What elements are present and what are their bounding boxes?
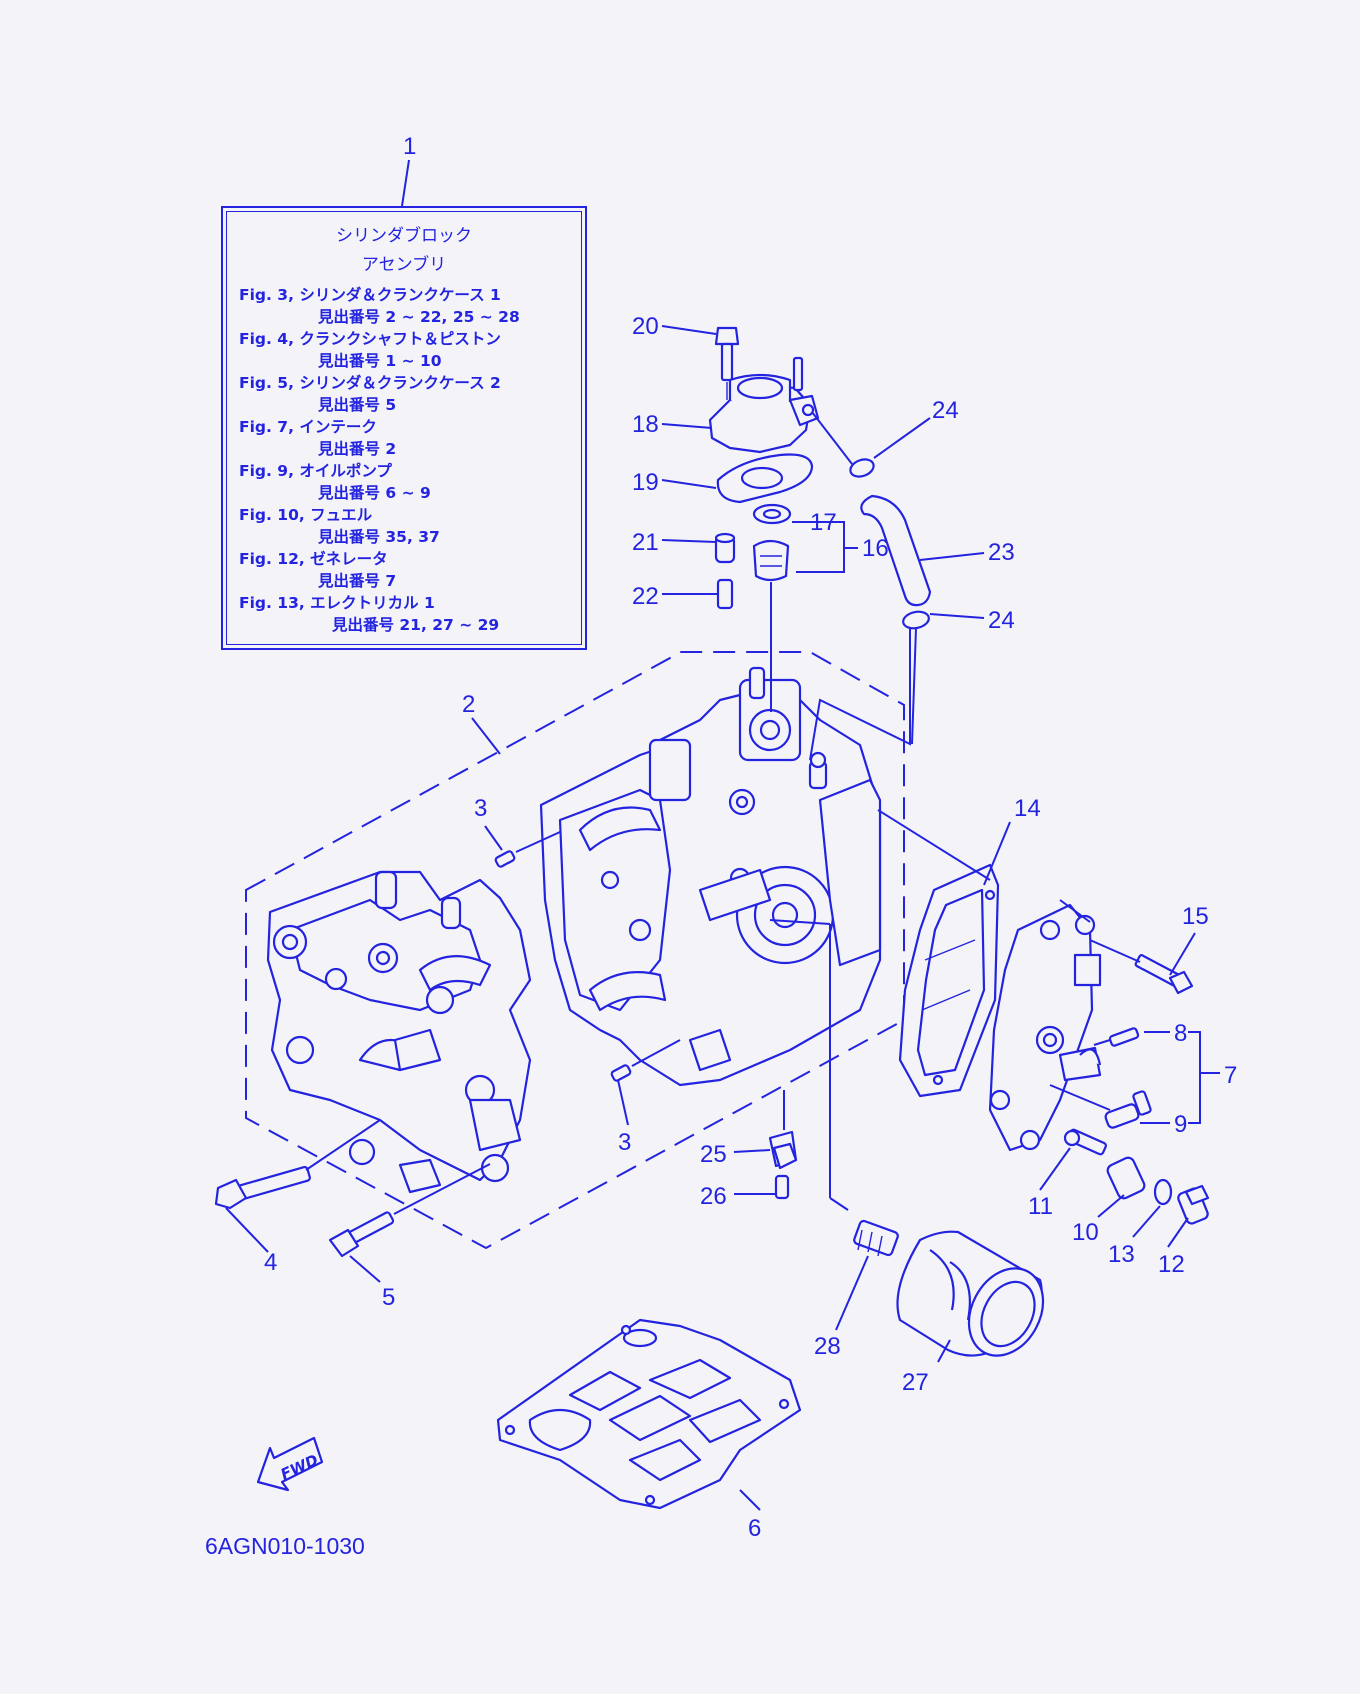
legend-list: Fig. 3, シリンダ＆クランクケース 1 見出番号 2 ~ 22, 25 ~… — [223, 284, 585, 636]
callout-6: 6 — [748, 1515, 761, 1542]
legend-ref-12: 見出番号 7 — [318, 572, 397, 590]
callout-24-bottom: 24 — [988, 607, 1015, 634]
callout-18: 18 — [632, 411, 659, 438]
bolt-20 — [714, 326, 740, 382]
screw-8 — [1108, 1027, 1140, 1047]
dowel-3-top — [494, 850, 516, 868]
callout-17: 17 — [810, 509, 837, 536]
callout-20: 20 — [632, 313, 659, 340]
collar-10 — [1106, 1156, 1146, 1200]
cylinder-block — [539, 666, 882, 1087]
callout-22: 22 — [632, 583, 659, 610]
callout-14: 14 — [1014, 795, 1041, 822]
callout-3-top: 3 — [474, 795, 487, 822]
legend-fig-9: Fig. 9, オイルポンプ — [239, 462, 392, 480]
plunger-9 — [1104, 1090, 1152, 1129]
callout-19: 19 — [632, 469, 659, 496]
legend-fig-13: Fig. 13, エレクトリカル 1 — [239, 594, 435, 612]
legend-fig-5: Fig. 5, シリンダ＆クランクケース 2 — [239, 374, 501, 392]
callout-11: 11 — [1028, 1193, 1053, 1220]
fwd-arrow-icon: FWD — [256, 1436, 324, 1492]
hose-23 — [860, 494, 932, 607]
callout-15: 15 — [1182, 903, 1209, 930]
callout-5: 5 — [382, 1284, 395, 1311]
bolt-15 — [1134, 954, 1194, 995]
diagram-code: 6AGN010-1030 — [205, 1533, 365, 1559]
callout-10: 10 — [1072, 1219, 1099, 1246]
clip-24-bottom — [902, 610, 930, 630]
clip-24-top — [849, 458, 875, 478]
legend-fig-7: Fig. 7, インテーク — [239, 418, 377, 436]
collar-21 — [714, 532, 736, 564]
gasket-19 — [716, 453, 814, 504]
callout-27: 27 — [902, 1369, 929, 1396]
legend-fig-10: Fig. 10, フュエル — [239, 506, 373, 524]
assembly-legend: シリンダブロック アセンブリ Fig. 3, シリンダ＆クランクケース 1 見出… — [221, 206, 587, 650]
crankcase — [266, 870, 532, 1194]
legend-ref-4: 見出番号 1 ~ 10 — [318, 352, 442, 370]
callout-3-bottom: 3 — [618, 1129, 631, 1156]
legend-ref-7: 見出番号 2 — [318, 440, 397, 458]
thermostat-16 — [752, 539, 790, 582]
callout-25: 25 — [700, 1141, 727, 1168]
legend-ref-5: 見出番号 5 — [318, 396, 397, 414]
screw-26 — [774, 1174, 790, 1200]
legend-fig-3: Fig. 3, シリンダ＆クランクケース 1 — [239, 286, 501, 304]
callout-1: 1 — [403, 133, 416, 160]
callout-13: 13 — [1108, 1241, 1135, 1268]
gasket-6 — [496, 1318, 802, 1510]
legend-fig-12: Fig. 12, ゼネレータ — [239, 550, 388, 568]
stud-28 — [853, 1219, 899, 1257]
o-ring-13 — [1153, 1178, 1173, 1206]
bolt-5 — [328, 1211, 395, 1258]
legend-title-line2: アセンブリ — [361, 255, 447, 275]
callout-24-top: 24 — [932, 397, 959, 424]
bolt-11 — [1063, 1128, 1107, 1156]
legend-ref-3: 見出番号 2 ~ 22, 25 ~ 28 — [318, 308, 520, 326]
legend-title-line1: シリンダブロック — [336, 226, 472, 246]
callout-16: 16 — [862, 535, 889, 562]
cover-gasket — [898, 863, 1000, 1098]
callout-2: 2 — [462, 691, 475, 718]
callout-12: 12 — [1158, 1251, 1185, 1278]
screw-22 — [716, 578, 734, 610]
legend-fig-4: Fig. 4, クランクシャフト＆ピストン — [239, 330, 501, 348]
callout-28: 28 — [814, 1333, 841, 1360]
callout-8: 8 — [1174, 1020, 1187, 1047]
thermostat-cover-18 — [708, 356, 820, 454]
crankcase-assembly-outline — [245, 651, 905, 1250]
dowel-3-bottom — [610, 1064, 632, 1082]
anode-25 — [768, 1130, 798, 1170]
callout-26: 26 — [700, 1183, 727, 1210]
legend-ref-9: 見出番号 6 ~ 9 — [318, 484, 431, 502]
plug-12 — [1177, 1184, 1210, 1225]
callout-9: 9 — [1174, 1111, 1187, 1138]
bolt-4 — [214, 1165, 311, 1210]
callout-4: 4 — [264, 1249, 277, 1276]
cover — [988, 903, 1102, 1152]
oil-filter-27 — [896, 1230, 1045, 1357]
legend-ref-10: 見出番号 35, 37 — [318, 528, 440, 546]
callout-7: 7 — [1224, 1062, 1237, 1089]
callout-21: 21 — [632, 529, 659, 556]
callout-23: 23 — [988, 539, 1015, 566]
legend-ref-13: 見出番号 21, 27 ~ 29 — [332, 616, 500, 634]
